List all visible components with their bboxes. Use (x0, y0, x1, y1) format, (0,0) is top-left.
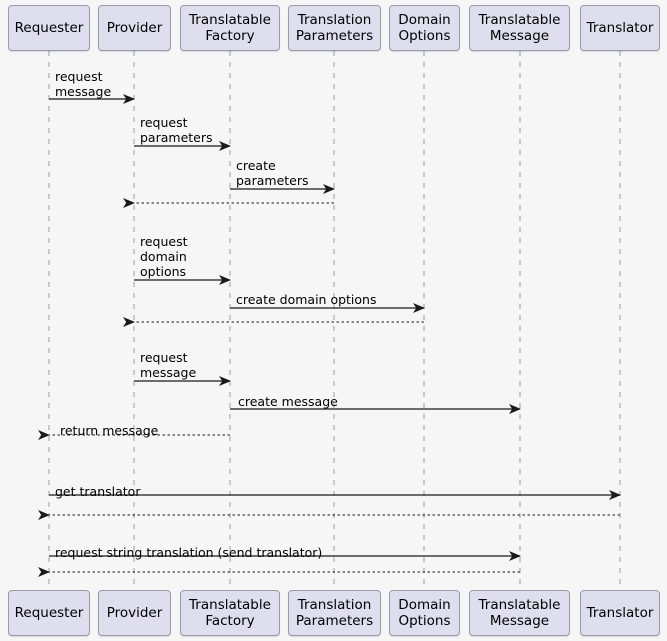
message-label-m3: create parameters (236, 158, 309, 188)
participant-provider-header[interactable]: Provider (98, 5, 171, 51)
participant-label: Translator (586, 605, 654, 621)
participant-translator-header[interactable]: Translator (580, 5, 660, 51)
message-label-m10: return message (60, 423, 159, 438)
message-label-m9: create message (238, 394, 338, 409)
participant-message-footer[interactable]: Translatable Message (469, 590, 570, 636)
participant-options-footer[interactable]: Domain Options (389, 590, 460, 636)
participant-label: Provider (106, 20, 163, 36)
participant-options-header[interactable]: Domain Options (389, 5, 460, 51)
message-label-m5: request domain options (140, 234, 188, 279)
participant-label: Translatable Message (478, 12, 561, 44)
participant-factory-footer[interactable]: Translatable Factory (180, 590, 280, 636)
participant-label: Domain Options (398, 12, 451, 44)
participant-requester-header[interactable]: Requester (8, 5, 90, 51)
participant-label: Translatable Factory (189, 597, 271, 629)
participant-requester-footer[interactable]: Requester (8, 590, 90, 636)
message-label-m6: create domain options (236, 292, 377, 307)
message-label-m1: request message (55, 69, 112, 99)
message-label-m13: request string translation (send transla… (55, 545, 323, 560)
participant-label: Domain Options (398, 597, 451, 629)
participant-label: Translatable Message (478, 597, 561, 629)
participant-translator-footer[interactable]: Translator (580, 590, 660, 636)
message-label-m11: get translator (55, 484, 141, 499)
participant-label: Translation Parameters (295, 597, 374, 629)
participant-provider-footer[interactable]: Provider (98, 590, 171, 636)
participant-parameters-footer[interactable]: Translation Parameters (288, 590, 381, 636)
message-label-m8: request message (140, 350, 197, 380)
participant-label: Requester (14, 20, 84, 36)
participant-parameters-header[interactable]: Translation Parameters (288, 5, 381, 51)
participant-label: Translator (586, 20, 654, 36)
participant-label: Translatable Factory (189, 12, 271, 44)
participant-label: Requester (14, 605, 84, 621)
participant-label: Translation Parameters (295, 12, 374, 44)
message-arrows-group (38, 94, 621, 577)
lifelines-group (48, 51, 621, 589)
participant-message-header[interactable]: Translatable Message (469, 5, 570, 51)
participant-label: Provider (106, 605, 163, 621)
participant-factory-header[interactable]: Translatable Factory (180, 5, 280, 51)
message-label-m2: request parameters (140, 115, 213, 145)
